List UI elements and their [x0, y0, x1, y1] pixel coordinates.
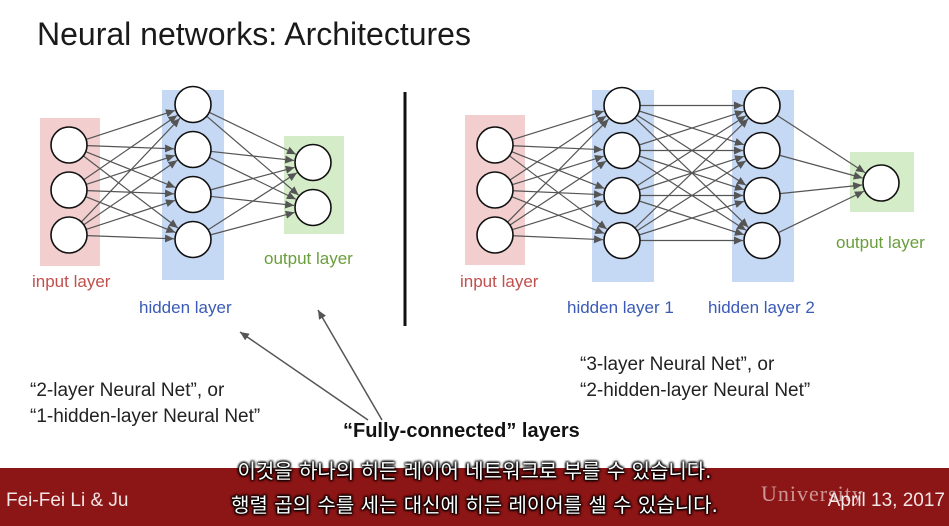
- right-net-edge-2-1-0: [779, 154, 863, 180]
- right-net-edge-2-0-0: [776, 114, 866, 174]
- right-net-neuron-0-1: [476, 171, 514, 209]
- right-net-neuron-0-2: [476, 216, 514, 254]
- left-net-edge-0-2-2: [85, 199, 176, 230]
- left-net-neuron-1-3: [174, 220, 212, 259]
- right-net-neuron-1-0: [603, 86, 641, 125]
- left-net-neuron-2-1: [294, 188, 332, 227]
- right-net-edge-1-2-0: [636, 115, 747, 187]
- left-net-edge-1-3-0: [207, 172, 298, 231]
- left-net-neuron-0-1: [50, 171, 88, 209]
- left-net-edge-1-3-1: [210, 210, 295, 236]
- connection-edges: [80, 101, 866, 245]
- right-net-edge-0-2-3: [512, 235, 604, 244]
- left-net-caption-line-2: “1-hidden-layer Neural Net”: [30, 406, 261, 427]
- right-net-edge-2-2-0: [779, 181, 863, 195]
- left-net-neuron-0-2: [50, 216, 88, 254]
- fc-arrow-right: [317, 309, 383, 421]
- right-net-caption-line-1: “3-layer Neural Net”, or: [580, 354, 775, 375]
- left-net-caption-line-1: “2-layer Neural Net”, or: [30, 380, 225, 401]
- neuron-nodes: [50, 85, 900, 260]
- footer-authors: Fei-Fei Li & Ju: [6, 490, 129, 511]
- right-net-edge-0-2-0: [507, 118, 610, 223]
- left-net-edge-0-0-0: [85, 109, 176, 140]
- right-net-edge-1-3-2: [638, 200, 745, 236]
- right-net-neuron-2-0: [743, 86, 781, 125]
- left-output-layer-label: output layer: [264, 249, 353, 268]
- subtitle-line-2: 행렬 곱의 수를 세는 대신에 히든 레이어를 셀 수 있습니다.: [231, 493, 718, 517]
- right-net-neuron-0-0: [476, 126, 514, 164]
- right-net-edge-0-2-1: [509, 160, 607, 226]
- right-net-neuron-3-0: [862, 164, 900, 202]
- right-net-edge-1-3-1: [636, 160, 747, 232]
- right-hidden-layer-2-label: hidden layer 2: [708, 298, 815, 317]
- left-net-edge-1-2-0: [210, 165, 295, 191]
- left-net-edge-0-2-3: [86, 234, 175, 243]
- right-net-edge-0-1-0: [509, 115, 607, 181]
- left-input-layer-label: input layer: [32, 272, 111, 291]
- right-net-caption-line-2: “2-hidden-layer Neural Net”: [580, 380, 811, 401]
- left-net-edge-0-1-0: [83, 114, 178, 181]
- footer-date: April 13, 2017: [827, 490, 945, 511]
- right-net-neuron-1-2: [603, 176, 641, 215]
- right-net-neuron-1-3: [603, 221, 641, 260]
- fully-connected-label: “Fully-connected” layers: [343, 420, 580, 442]
- right-net-neuron-2-3: [743, 221, 781, 260]
- slide-title: Neural networks: Architectures: [37, 16, 471, 52]
- left-net-edge-0-2-0: [80, 117, 181, 223]
- right-net-edge-0-0-0: [512, 109, 605, 141]
- left-net-neuron-1-0: [174, 85, 212, 124]
- university-logo-text: University: [761, 481, 864, 506]
- right-net-edge-1-3-0: [634, 118, 749, 229]
- right-net-edge-2-3-0: [777, 190, 865, 234]
- left-net-edge-1-1-0: [210, 150, 295, 164]
- left-net-neuron-1-1: [174, 130, 212, 169]
- right-net-caption: “3-layer Neural Net”, or “2-hidden-layer…: [580, 352, 810, 404]
- left-net-edge-0-2-1: [83, 159, 178, 226]
- fc-arrow-left: [239, 331, 369, 421]
- stanford-logo-text: Stanford: [736, 436, 854, 473]
- left-net-edge-1-0-0: [208, 111, 297, 155]
- right-net-neuron-2-2: [743, 176, 781, 215]
- right-net-edge-1-1-0: [638, 110, 745, 146]
- network-diagram: input layer hidden layer output layer in…: [32, 85, 925, 421]
- subtitle-line-1: 이것을 하나의 히든 레이어 네트워크로 부를 수 있습니다.: [237, 459, 712, 483]
- right-input-layer-label: input layer: [460, 272, 539, 291]
- left-net-neuron-1-2: [174, 175, 212, 214]
- right-output-layer-label: output layer: [836, 233, 925, 252]
- left-net-caption: “2-layer Neural Net”, or “1-hidden-layer…: [30, 378, 260, 430]
- right-net-neuron-1-1: [603, 131, 641, 170]
- left-hidden-layer-label: hidden layer: [139, 298, 232, 317]
- right-hidden-layer-1-label: hidden layer 1: [567, 298, 674, 317]
- footer-bar: Fei-Fei Li & Ju April 13, 2017: [0, 468, 949, 526]
- right-net-neuron-2-1: [743, 131, 781, 170]
- left-net-neuron-2-0: [294, 143, 332, 182]
- right-net-edge-0-2-2: [512, 199, 605, 231]
- left-net-neuron-0-0: [50, 126, 88, 164]
